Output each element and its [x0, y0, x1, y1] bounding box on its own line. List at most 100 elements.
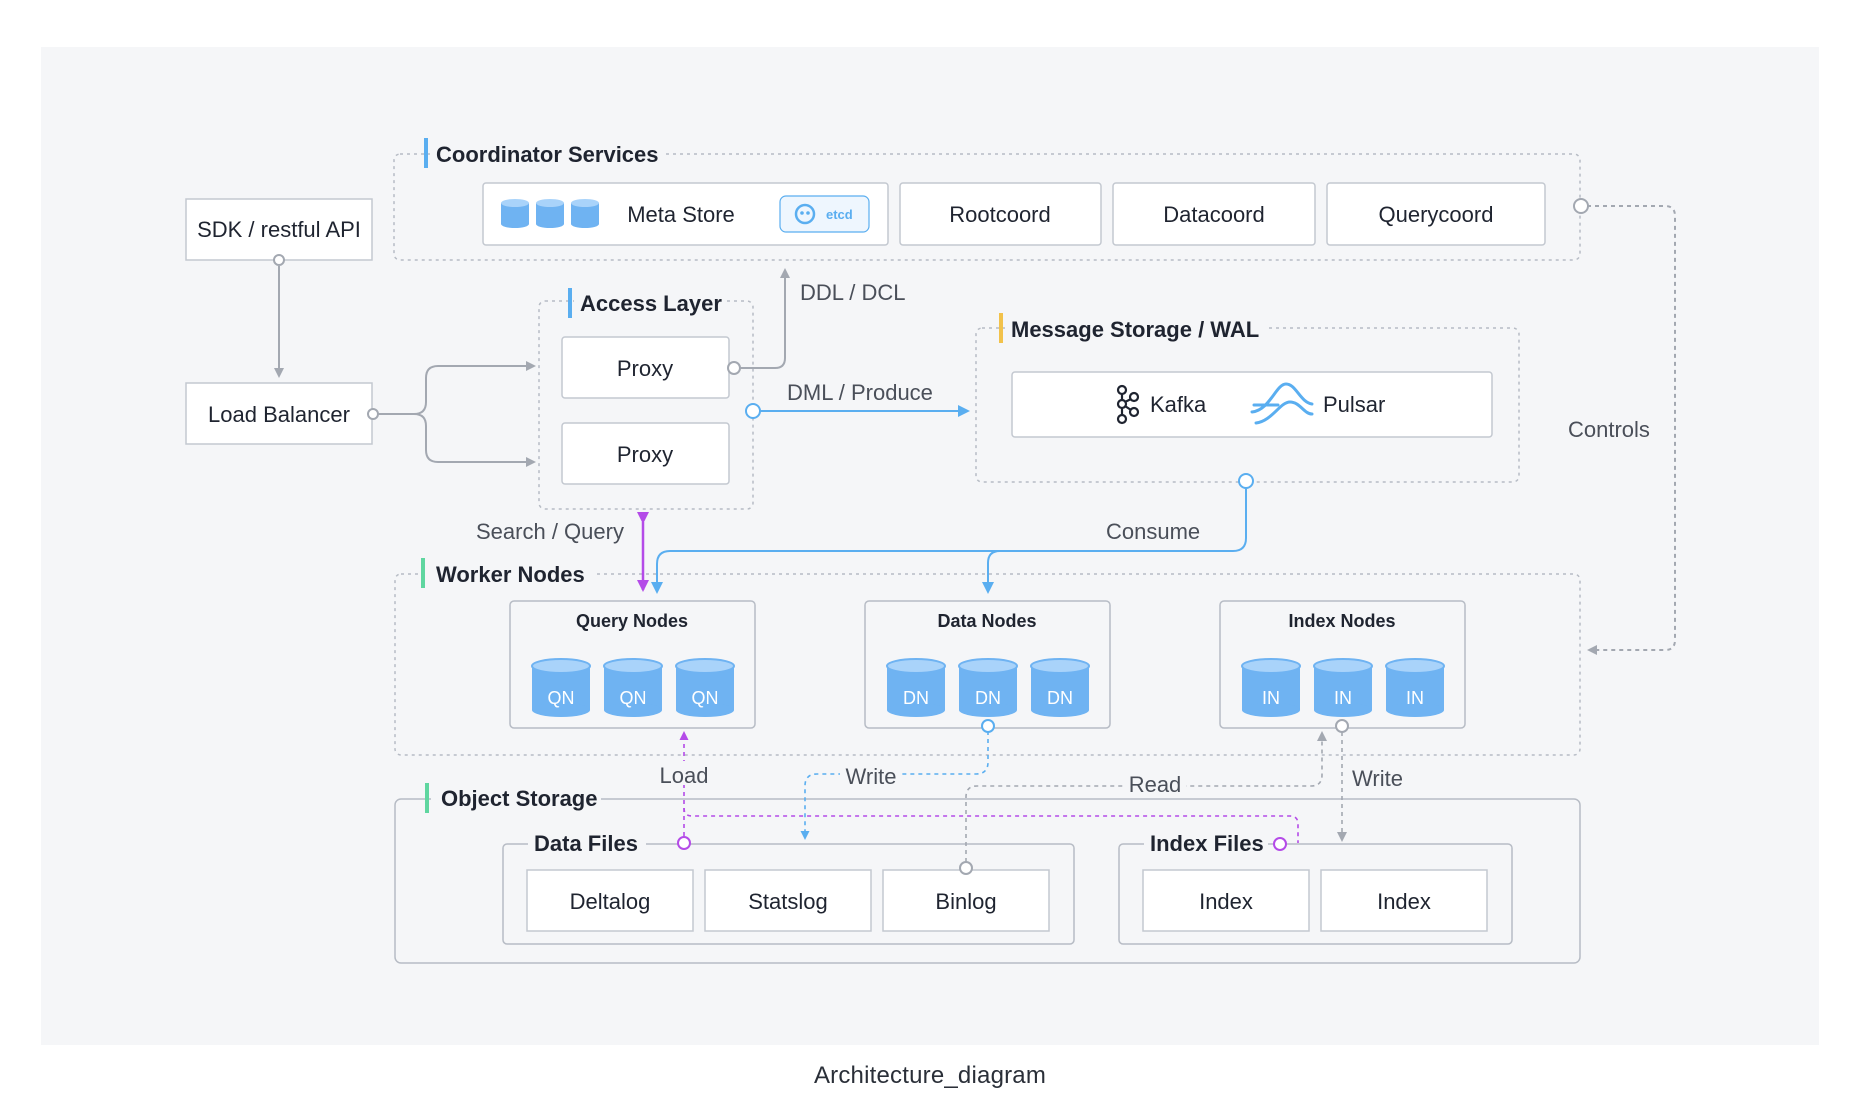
- data-node-cylinders: DN DN DN: [886, 658, 1090, 717]
- coordinator-title-bg: [430, 140, 662, 168]
- query-node-icon: QN: [603, 658, 663, 717]
- data-files-title: Data Files: [534, 831, 638, 856]
- search-query-label: Search / Query: [476, 519, 624, 544]
- data-node-label: DN: [1047, 688, 1073, 708]
- data-node-icon: DN: [1030, 658, 1090, 717]
- load-balancer-box[interactable]: [185, 382, 373, 445]
- pulsar-label: Pulsar: [1323, 392, 1385, 417]
- querycoord-box[interactable]: [1326, 182, 1546, 246]
- coordinator-title: Coordinator Services: [436, 142, 659, 167]
- access-title-bg: [574, 290, 726, 318]
- index-box-2[interactable]: [1320, 869, 1488, 932]
- etcd-icon: [794, 203, 816, 225]
- binlog-label: Binlog: [935, 889, 996, 914]
- write-data-label: Write: [846, 764, 897, 789]
- rootcoord-box[interactable]: [899, 182, 1102, 246]
- data-node-label: DN: [975, 688, 1001, 708]
- query-node-cylinders: QN QN QN: [531, 658, 735, 717]
- datacoord-label: Datacoord: [1163, 202, 1265, 227]
- message-storage-group: [975, 327, 1520, 483]
- deltalog-box[interactable]: [526, 869, 694, 932]
- index-box-1[interactable]: [1142, 869, 1310, 932]
- query-node-label: QN: [620, 688, 647, 708]
- querycoord-label: Querycoord: [1379, 202, 1494, 227]
- lb-to-proxy-edges: [378, 361, 536, 415]
- lb-to-proxy2-edge: [413, 413, 536, 467]
- statslog-label: Statslog: [748, 889, 828, 914]
- index-nodes-title: Index Nodes: [1288, 611, 1395, 631]
- database-icon: [536, 199, 564, 228]
- pulsar-icon: [1250, 382, 1314, 425]
- proxy-ddl-port: [727, 361, 741, 375]
- query-nodes-title: Query Nodes: [576, 611, 688, 631]
- message-storage-box[interactable]: [1011, 371, 1493, 438]
- read-label-bg: [1124, 773, 1186, 797]
- data-nodes-port: [981, 719, 995, 733]
- index-files-title-bg: [1144, 830, 1268, 856]
- load-balancer-label: Load Balancer: [208, 402, 350, 427]
- controls-edge: [1587, 205, 1676, 655]
- data-files-title-bg: [528, 830, 646, 856]
- message-title-bg: [1005, 315, 1269, 343]
- data-node-icon: DN: [886, 658, 946, 717]
- index-label-1: Index: [1199, 889, 1253, 914]
- query-node-icon: QN: [531, 658, 591, 717]
- index-node-icon: IN: [1313, 658, 1373, 717]
- access-title: Access Layer: [580, 291, 722, 316]
- controls-label: Controls: [1568, 417, 1650, 442]
- object-accent: [425, 783, 429, 813]
- consume-label: Consume: [1106, 519, 1200, 544]
- query-node-label: QN: [548, 688, 575, 708]
- load-label: Load: [660, 763, 709, 788]
- proxy-box-2[interactable]: [561, 422, 730, 485]
- worker-title-bg: [427, 560, 595, 588]
- sdk-box[interactable]: [185, 198, 373, 261]
- kafka-icon: [1116, 384, 1140, 425]
- proxy-label-1: Proxy: [617, 356, 673, 381]
- message-title: Message Storage / WAL: [1011, 317, 1259, 342]
- worker-accent: [421, 558, 425, 588]
- etcd-badge-label: etcd: [826, 207, 853, 222]
- index-node-label: IN: [1406, 688, 1424, 708]
- etcd-badge: [779, 195, 870, 233]
- deltalog-label: Deltalog: [570, 889, 651, 914]
- sdk-label: SDK / restful API: [197, 217, 361, 242]
- index-node-label: IN: [1334, 688, 1352, 708]
- index-node-icon: IN: [1385, 658, 1445, 717]
- index-nodes-port: [1335, 719, 1349, 733]
- index-files-title: Index Files: [1150, 831, 1264, 856]
- load-index-edge: [683, 807, 1299, 843]
- kafka-label: Kafka: [1150, 392, 1207, 417]
- binlog-port: [959, 861, 973, 875]
- meta-store-label: Meta Store: [627, 202, 735, 227]
- sdk-port: [273, 254, 285, 266]
- diagram-caption: Architecture_diagram: [813, 1062, 1047, 1089]
- datacoord-box[interactable]: [1112, 182, 1316, 246]
- consume-to-data-edge: [982, 550, 1001, 594]
- message-accent: [999, 313, 1003, 343]
- proxy-label-2: Proxy: [617, 442, 673, 467]
- load-index-port: [1273, 837, 1287, 851]
- ddl-label: DDL / DCL: [800, 280, 906, 305]
- object-title: Object Storage: [441, 786, 597, 811]
- consume-edge: [651, 487, 1247, 594]
- query-node-label: QN: [692, 688, 719, 708]
- load-data-port: [677, 836, 691, 850]
- index-node-label: IN: [1262, 688, 1280, 708]
- access-accent: [568, 288, 572, 318]
- consume-port: [1238, 473, 1254, 489]
- load-label-bg: [655, 761, 713, 785]
- index-node-icon: IN: [1241, 658, 1301, 717]
- statslog-box[interactable]: [704, 869, 872, 932]
- object-title-bg: [431, 785, 601, 813]
- coordinator-accent: [424, 138, 428, 168]
- meta-store-db-icons: [501, 199, 599, 228]
- ddl-edge: [740, 268, 790, 369]
- controls-port: [1573, 198, 1589, 214]
- database-icon: [571, 199, 599, 228]
- data-node-label: DN: [903, 688, 929, 708]
- data-nodes-title: Data Nodes: [937, 611, 1036, 631]
- rootcoord-label: Rootcoord: [949, 202, 1051, 227]
